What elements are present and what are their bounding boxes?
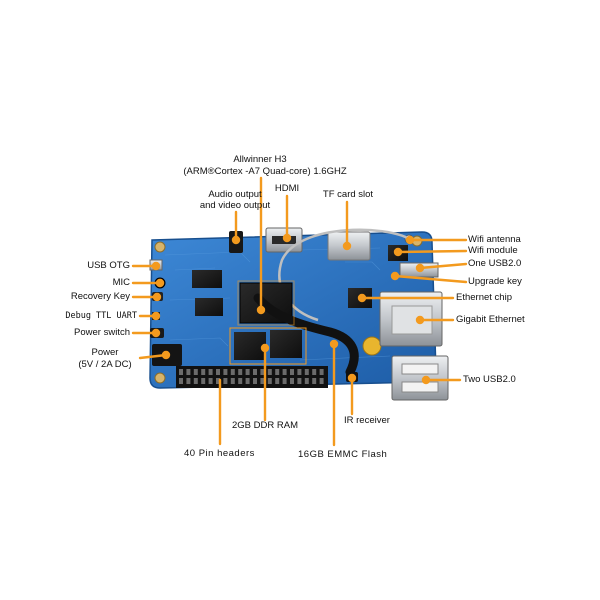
gpio-pin <box>208 378 213 384</box>
gpio-pin <box>201 378 206 384</box>
power-switch-label: Power switch <box>74 327 130 338</box>
gpio-pin <box>179 378 183 384</box>
gpio-pin-header <box>176 366 328 388</box>
gpio-pin <box>297 369 302 375</box>
gpio-pin <box>201 369 206 375</box>
gpio-pin <box>193 378 198 384</box>
audio-label-line1: Audio output <box>208 189 262 200</box>
gpio-pin <box>290 378 294 384</box>
ram-highlight-box <box>229 327 307 365</box>
gpio-pin <box>179 369 183 375</box>
gpio-pin <box>267 378 272 384</box>
gpio-pin <box>282 369 287 375</box>
leader-lines <box>131 176 468 447</box>
gpio-pin <box>312 369 317 375</box>
audio-label-line2: and video output <box>199 200 271 211</box>
cpu-label-line1: Allwinner H3 <box>233 154 287 165</box>
gpio-pin <box>245 378 250 384</box>
gpio-pin <box>186 369 191 375</box>
one-usb-label: One USB2.0 <box>468 258 522 269</box>
gpio-pin <box>223 378 228 384</box>
gpio-pin <box>297 378 302 384</box>
gpio-pin <box>245 369 250 375</box>
wifi-module-label: Wifi module <box>468 245 518 256</box>
black-cable <box>253 293 359 377</box>
power-label-line1: Power <box>91 347 119 358</box>
gpio-pin <box>186 378 191 384</box>
gpio-pin <box>282 378 287 384</box>
cpu-label-line2: (ARM®Cortex -A7 Quad-core) 1.6GHZ <box>183 166 347 177</box>
gpio-pin <box>267 369 272 375</box>
gpio-pin <box>216 369 220 375</box>
wifi-antenna-label: Wifi antenna <box>468 234 521 245</box>
gigabit-ethernet-label: Gigabit Ethernet <box>456 314 525 325</box>
gpio-pin <box>260 369 265 375</box>
capacitor <box>362 336 382 356</box>
debug-uart-label: Debug TTL UART <box>65 311 137 321</box>
gpio-pin <box>238 378 243 384</box>
gpio-pin <box>223 369 228 375</box>
ir-receiver-label: IR receiver <box>344 415 390 426</box>
two-usb-label: Two USB2.0 <box>463 374 516 385</box>
usb-otg-label: USB OTG <box>87 260 130 271</box>
memory-chip <box>195 298 223 316</box>
mount-hole <box>154 241 166 253</box>
gpio-pin <box>304 378 309 384</box>
ddr-ram-chip <box>234 332 266 360</box>
mic-label: MIC <box>112 277 130 288</box>
gpio-pin <box>238 369 243 375</box>
gpio-pin <box>193 369 198 375</box>
gpio-pin <box>208 369 213 375</box>
ddr-ram-chip <box>270 330 302 358</box>
ethernet-chip-label: Ethernet chip <box>456 292 512 303</box>
gpio-pin <box>253 369 257 375</box>
soc-highlight-box <box>237 280 295 326</box>
ddr-ram-label: 2GB DDR RAM <box>232 420 298 431</box>
hdmi-label: HDMI <box>274 183 300 194</box>
gpio-pin <box>216 378 220 384</box>
mount-hole <box>154 372 166 384</box>
gpio-pin <box>319 369 324 375</box>
gpio-pin <box>304 369 309 375</box>
memory-chip <box>192 270 222 288</box>
gpio-pin <box>230 378 235 384</box>
recovery-key-label: Recovery Key <box>70 291 130 302</box>
gpio-pin <box>230 369 235 375</box>
gpio-pin <box>290 369 294 375</box>
tf-card-label: TF card slot <box>322 189 374 200</box>
gpio-pin <box>319 378 324 384</box>
power-label-line2: (5V / 2A DC) <box>78 359 132 370</box>
gpio-pin <box>275 378 280 384</box>
emmc-label: 16GB EMMC Flash <box>298 449 388 460</box>
gpio-pin <box>275 369 280 375</box>
gpio-pin <box>260 378 265 384</box>
dual-usb-port <box>391 355 449 401</box>
gpio-pin <box>312 378 317 384</box>
gpio-pin <box>253 378 257 384</box>
pin-headers-label: 40 Pin headers <box>184 448 255 459</box>
upgrade-key-label: Upgrade key <box>468 276 522 287</box>
